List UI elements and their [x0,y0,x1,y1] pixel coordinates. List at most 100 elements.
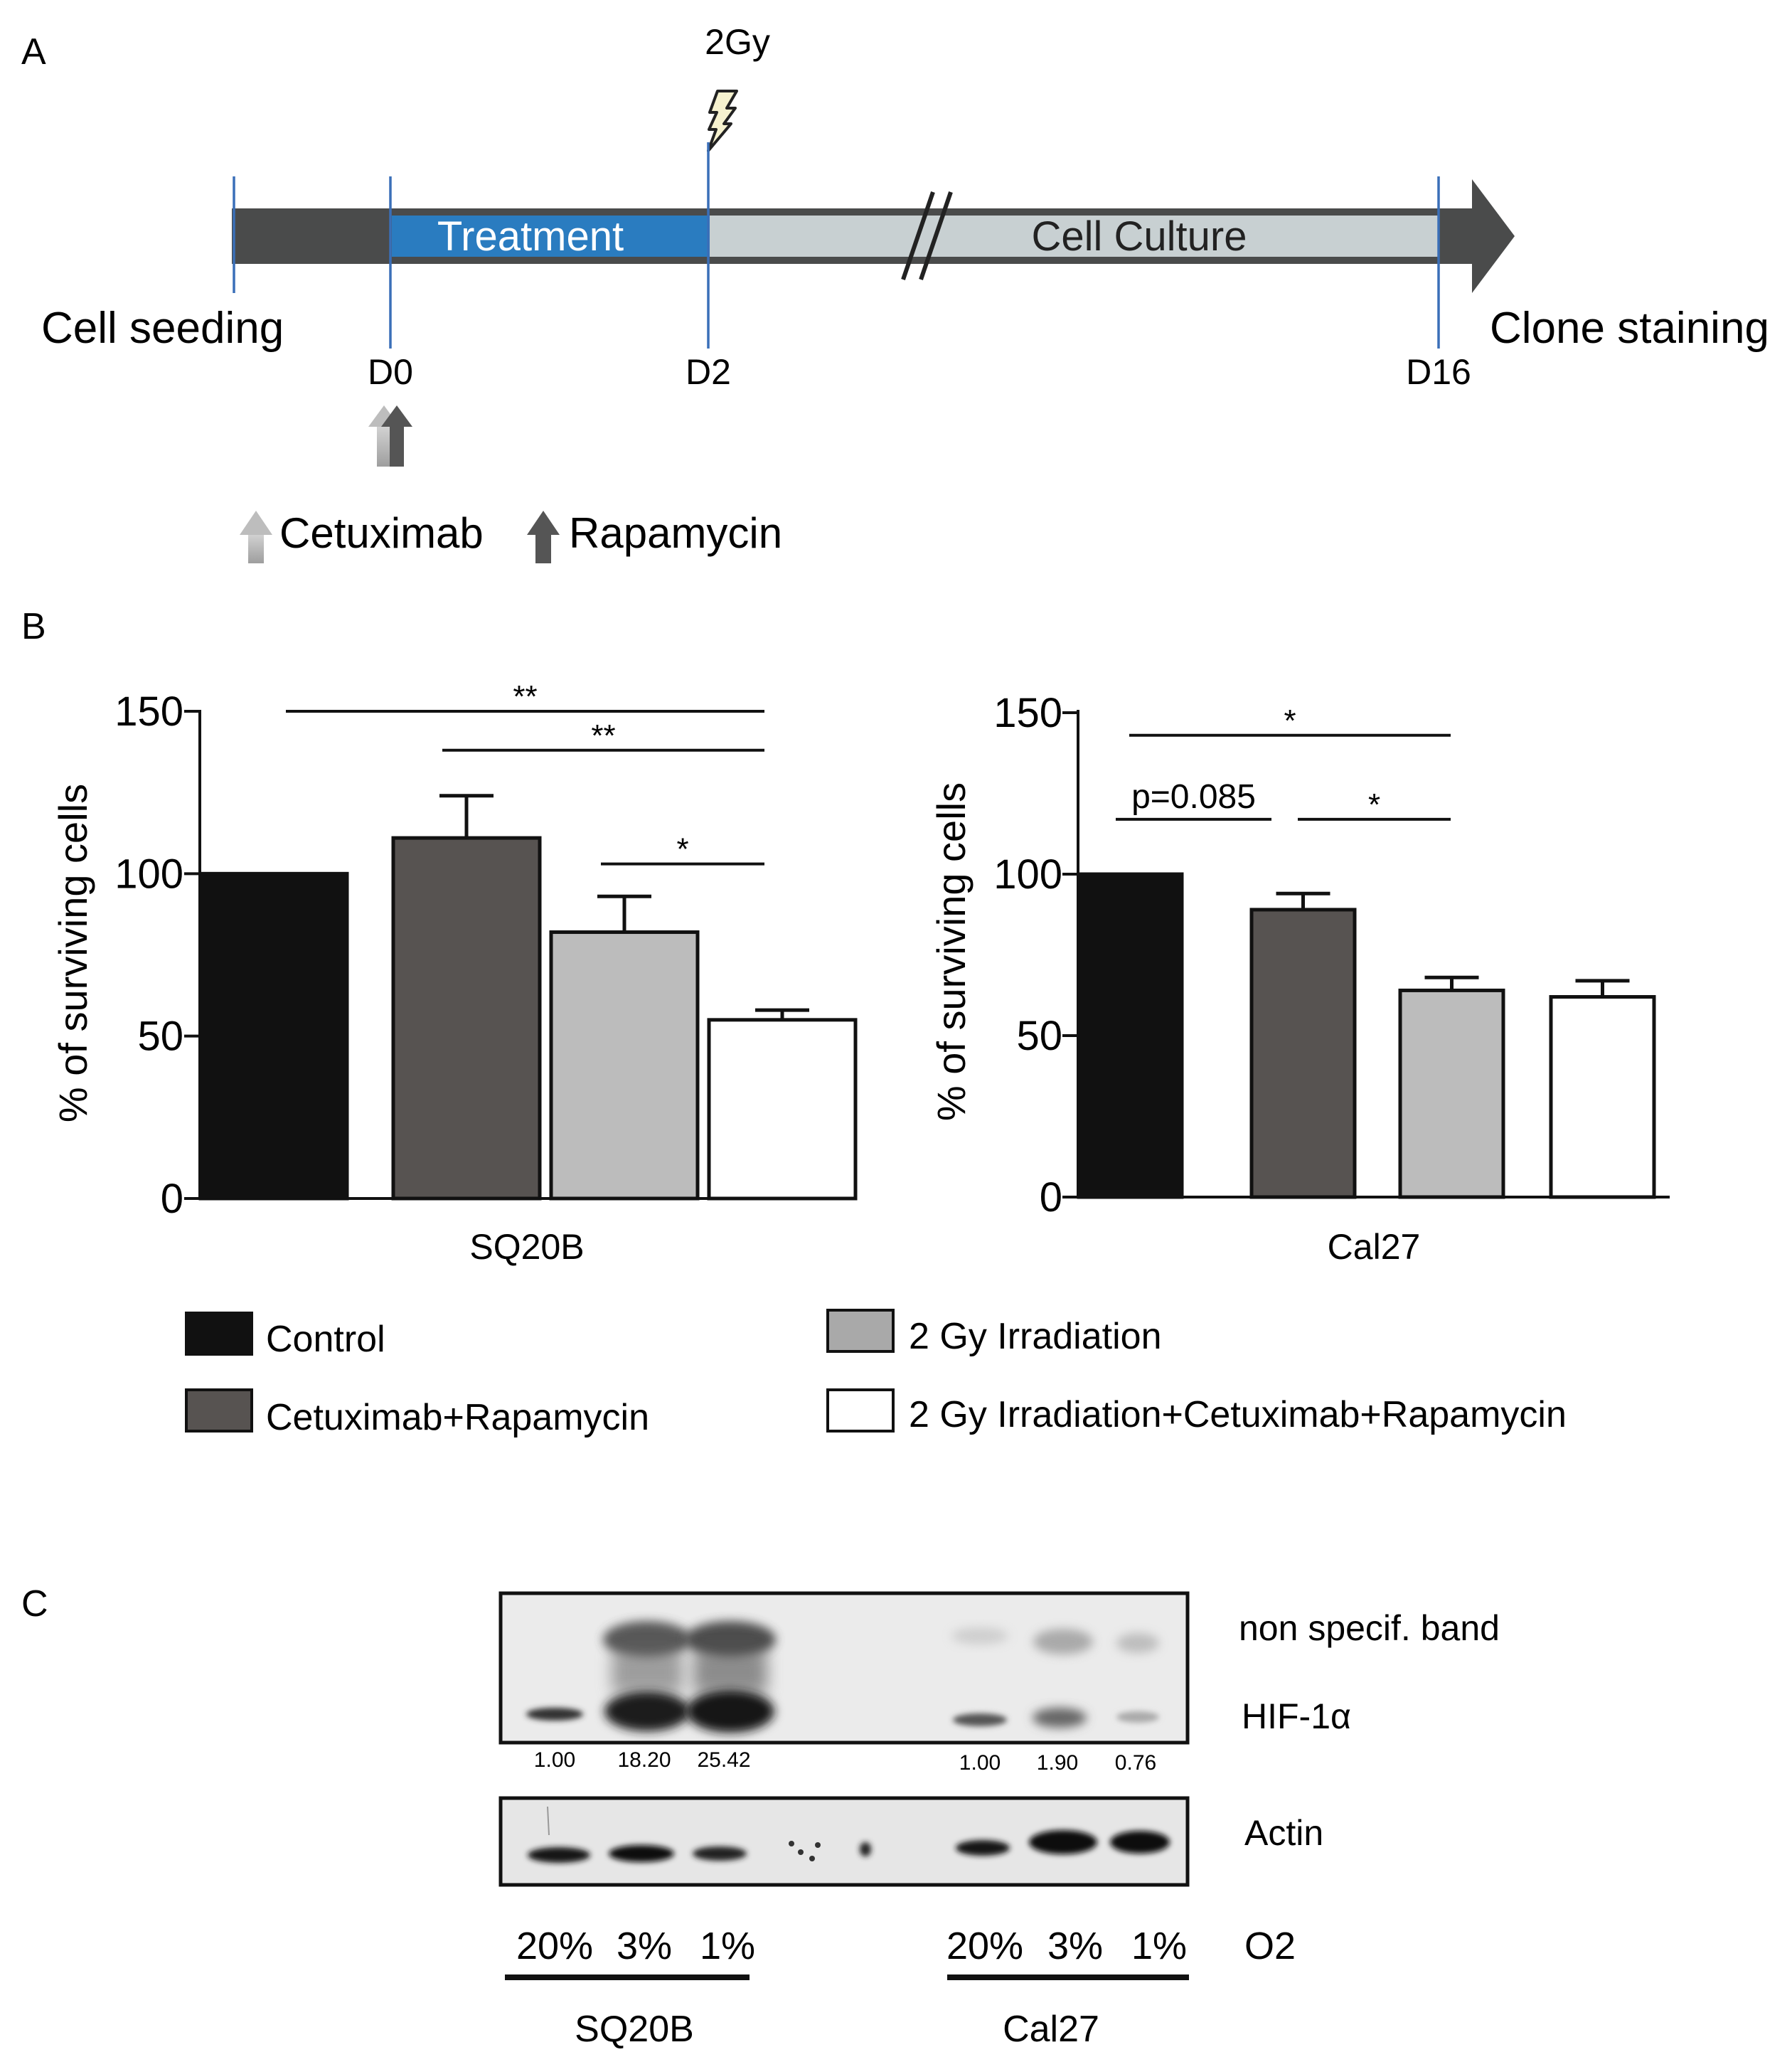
chart-sq20b-error-bar [439,794,494,839]
quant-cal27-2: 1.90 [1037,1751,1078,1775]
day-label-d0: D0 [368,352,413,392]
chart-sq20b-ytick-label: 100 [114,851,183,897]
hif-blot-bands [526,1621,1159,1733]
panel-a-label: A [21,31,46,73]
timeline-arrowhead [1472,179,1515,293]
chart-cal27-ytick-label: 150 [993,690,1062,736]
chart-cal27-ytick-label: 50 [1016,1013,1062,1059]
legend-swatch-cetux-rapa [185,1388,253,1433]
chart-cal27-error-bars [1276,891,1630,997]
rapamycin-arrow-icon [381,405,412,467]
legend-cetuximab-arrow-icon [240,511,272,563]
drug-arrows-d0 [368,405,412,467]
quant-cal27-3: 0.76 [1115,1751,1156,1775]
clone-staining-label: Clone staining [1490,304,1769,353]
chart-legend: Control Cetuximab+Rapamycin 2 Gy Irradia… [185,1309,1567,1438]
axis-break-marks [901,191,953,280]
chart-sq20b-bar [707,1018,858,1201]
legend-swatch-irradiation [826,1309,895,1353]
chart-cal27-ytick-label: 0 [1040,1174,1062,1221]
chart-sq20b-significance-label: ** [513,679,537,714]
label-nonspecific-band: non specif. band [1239,1608,1500,1648]
lightning-icon [707,90,738,152]
chart-sq20b-bar [391,836,542,1201]
chart-cal27-significance-label: * [1284,703,1296,738]
chart-cal27-significance-label: * [1368,787,1380,822]
o2-cal27-20: 20% [946,1925,1023,1967]
legend-cetuximab-label: Cetuximab [279,509,484,557]
chart-sq20b-yticks: 0 50 100 150 [114,689,200,1222]
chart-sq20b-xlabel: SQ20B [469,1227,584,1267]
panel-b-label: B [21,606,46,647]
hif-blot [498,1591,1190,1745]
dose-label: 2Gy [705,22,770,62]
quant-sq20b-3: 25.42 [697,1748,750,1772]
label-hif: HIF-1α [1242,1696,1351,1736]
legend-label-irr-cetux-rapa: 2 Gy Irradiation+Cetuximab+Rapamycin [909,1394,1567,1435]
quant-sq20b-2: 18.20 [617,1748,671,1772]
chart-sq20b-significance: ***** [286,679,764,867]
culture-label: Cell Culture [1032,213,1247,260]
legend-swatch-control [185,1312,253,1356]
chart-cal27-bar [1077,872,1184,1199]
chart-sq20b-bar [549,930,700,1201]
label-actin: Actin [1244,1813,1323,1853]
legend-swatch-irr-cetux-rapa [826,1388,895,1433]
hif-quantification: 1.00 18.20 25.42 1.00 1.90 0.76 [534,1748,1156,1775]
chart-cal27-significance: * p=0.085 * [1116,703,1451,822]
chart-sq20b-bars [198,836,858,1201]
chart-cal27: % of surviving cells Cal27 0 50 100 150 * p=… [929,690,1670,1267]
cell-seeding-label: Cell seeding [41,304,284,353]
chart-cal27-ytick-label: 100 [993,851,1062,898]
legend-rapamycin-label: Rapamycin [569,509,782,557]
hif-blot-border [498,1591,1190,1745]
chart-sq20b-error-bars [439,794,809,1020]
day-label-d16: D16 [1406,352,1471,392]
chart-cal27-bar [1549,995,1656,1199]
day-ticks [233,142,1440,349]
o2-sq20b-1: 1% [700,1925,755,1967]
chart-sq20b-ytick-label: 50 [137,1014,183,1060]
culture-segment [710,216,1439,257]
panel-c: C [21,1583,1500,2050]
legend-label-control: Control [266,1319,385,1360]
treatment-label: Treatment [437,213,624,260]
o2-cal27-3: 3% [1047,1925,1103,1967]
chart-cal27-bars [1077,872,1656,1199]
chart-cal27-ylabel: % of surviving cells [929,782,974,1121]
chart-cal27-error-bar [1575,979,1630,997]
panel-a: A 2Gy Treatment Cell Culture Cell seedin… [21,22,1769,563]
chart-cal27-bar [1398,988,1505,1199]
group-label-sq20b: SQ20B [575,2009,694,2050]
chart-cal27-significance-label: p=0.085 [1131,778,1256,816]
chart-sq20b-significance-label: * [676,832,688,867]
drug-legend: Cetuximab Rapamycin [240,509,782,563]
chart-sq20b-ytick-label: 0 [161,1176,183,1222]
panel-b: B % of surviving cells SQ20B 0 50 100 150 *… [21,606,1670,1438]
chart-sq20b-error-bar [597,894,651,932]
chart-cal27-xlabel: Cal27 [1328,1227,1421,1267]
o2-sq20b-20: 20% [516,1925,593,1967]
group-label-cal27: Cal27 [1003,2009,1099,2050]
actin-blot [498,1796,1190,1887]
chart-cal27-error-bar [1424,975,1479,991]
day-label-d2: D2 [686,352,731,392]
chart-sq20b-error-bar [755,1008,809,1020]
o2-sq20b-3: 3% [617,1925,672,1967]
quant-sq20b-1: 1.00 [534,1748,575,1772]
quant-cal27-1: 1.00 [959,1751,1001,1775]
chart-cal27-yticks: 0 50 100 150 [993,690,1078,1221]
chart-cal27-bar [1249,908,1357,1199]
chart-sq20b-ytick-label: 150 [114,689,183,735]
chart-cal27-error-bar [1276,891,1330,910]
chart-sq20b-ylabel: % of surviving cells [50,784,95,1122]
chart-sq20b-bar [198,871,349,1201]
legend-label-irradiation: 2 Gy Irradiation [909,1316,1162,1357]
chart-sq20b-significance-label: ** [591,718,615,753]
o2-levels: 20% 3% 1% 20% 3% 1% [516,1925,1187,1967]
panel-c-label: C [21,1583,48,1625]
actin-blot-border [498,1796,1190,1887]
actin-blot-bands [528,1806,1170,1863]
